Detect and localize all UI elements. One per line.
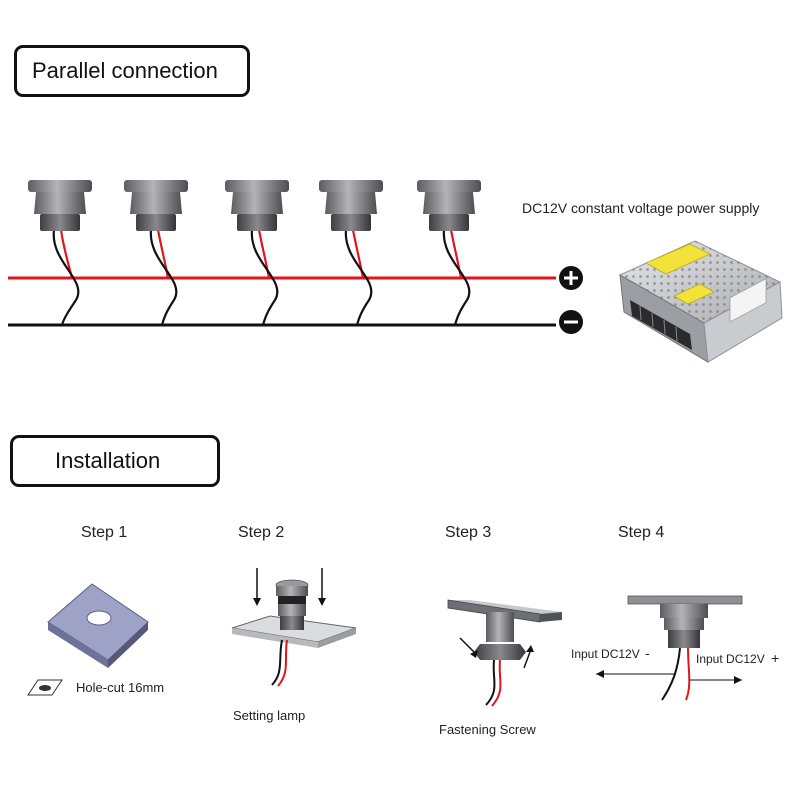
step-1-title: Step 1 bbox=[81, 524, 128, 541]
lamp-5 bbox=[417, 180, 481, 326]
step-2-caption: Setting lamp bbox=[233, 708, 306, 723]
power-supply-icon bbox=[618, 240, 783, 363]
positive-sign: + bbox=[771, 650, 780, 666]
step-3-caption: Fastening Screw bbox=[439, 722, 536, 737]
section-title-installation: Installation bbox=[55, 448, 161, 473]
section-header-installation: Installation bbox=[10, 435, 220, 487]
step-4-input-positive: Input DC12V + bbox=[696, 650, 779, 666]
hole-cut-icon bbox=[27, 679, 63, 696]
step2-lamp-icon bbox=[231, 568, 357, 687]
step-4-title: Step 4 bbox=[618, 524, 665, 541]
step-4-input-negative: Input DC12V - bbox=[571, 645, 650, 661]
section-title-parallel: Parallel connection bbox=[32, 58, 218, 83]
input-positive-label: Input DC12V bbox=[696, 652, 765, 666]
step3-screw-icon bbox=[447, 599, 562, 707]
lamp-4 bbox=[319, 180, 383, 326]
positive-terminal-icon bbox=[559, 266, 583, 290]
step-1-caption: Hole-cut 16mm bbox=[76, 680, 165, 695]
power-supply-label: DC12V constant voltage power supply bbox=[522, 200, 760, 216]
step1-plate-icon bbox=[47, 583, 149, 668]
negative-terminal-icon bbox=[559, 310, 583, 334]
lamp-3 bbox=[225, 180, 289, 326]
negative-sign: - bbox=[645, 645, 650, 661]
step4-wired-lamp-icon bbox=[596, 595, 743, 701]
step-2-title: Step 2 bbox=[238, 524, 285, 541]
step-3-title: Step 3 bbox=[445, 524, 492, 541]
lamp-1 bbox=[28, 180, 92, 326]
lamp-2 bbox=[124, 180, 188, 326]
section-header-parallel: Parallel connection bbox=[14, 45, 250, 97]
input-negative-label: Input DC12V bbox=[571, 647, 640, 661]
